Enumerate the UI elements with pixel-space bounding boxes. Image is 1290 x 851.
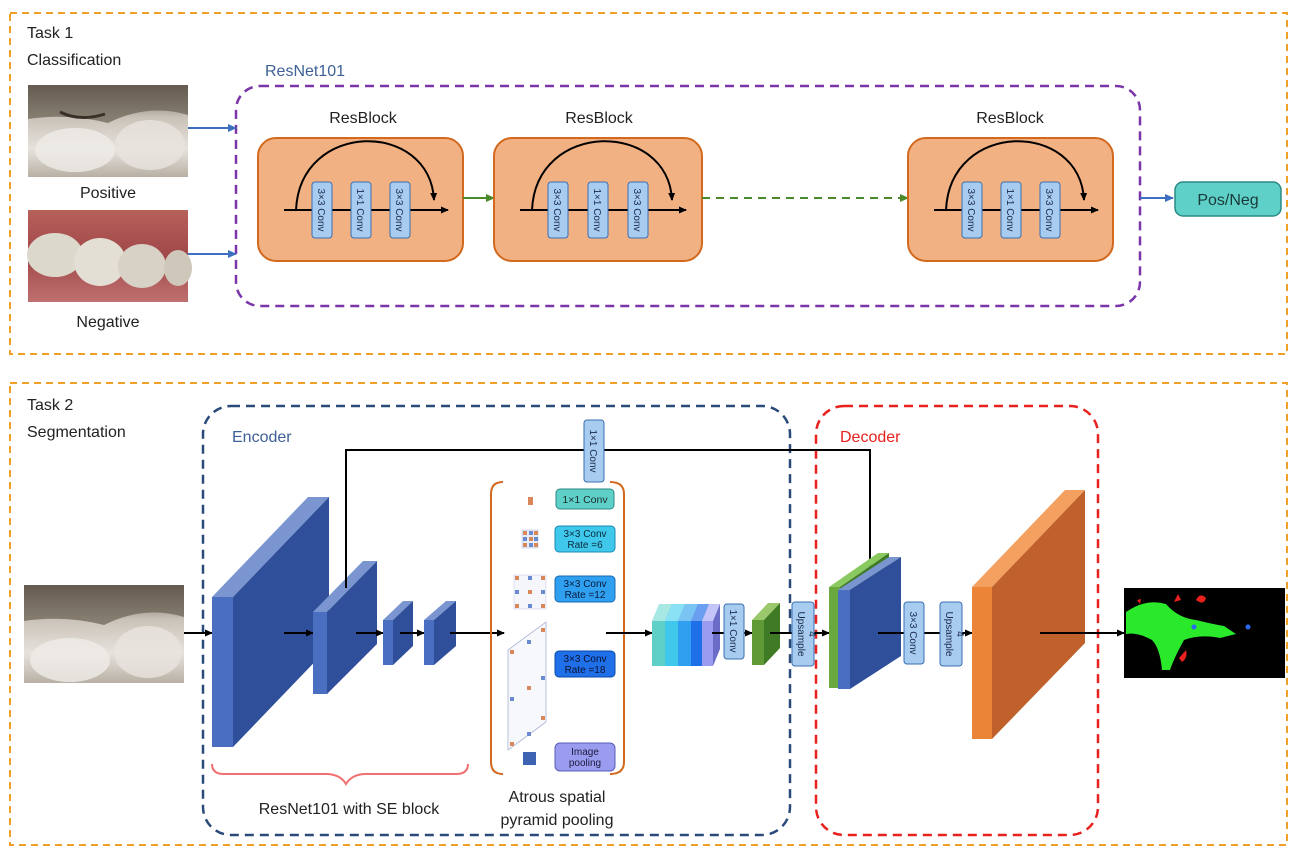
positive-label: Positive (80, 185, 136, 202)
aspp-rate18-line2: Rate =18 (565, 665, 606, 676)
resblock-1-conv-b: 1×1 Conv (354, 188, 365, 231)
encoder-feature-block-1 (212, 497, 329, 747)
task1-subtitle: Classification (27, 52, 121, 69)
post-aspp-conv-box (723, 603, 745, 660)
resblock-1-conv-c: 3×3 Conv (393, 188, 404, 231)
task1-border (9, 12, 1288, 355)
resblock-n: ResBlock 3×3 Conv 1×1 Conv 3×3 Conv (907, 110, 1114, 262)
resblock-1: ResBlock 3×3 Conv 1×1 Conv 3×3 Conv (257, 110, 464, 262)
decoder-output-block (972, 490, 1085, 739)
upsample-2-line2: 4 (954, 631, 965, 637)
pos-neg-label: Pos/Neg (1197, 192, 1258, 209)
aspp-kernel-rate6-icon (521, 529, 539, 549)
task1-title: Task 1 (27, 25, 73, 42)
resblock-n-label: ResBlock (976, 110, 1045, 127)
aspp-rate6-line2: Rate =6 (567, 540, 603, 551)
upsample-box-1 (791, 601, 815, 667)
aspp-image-pooling-line1: Image (571, 747, 599, 758)
resblock-2-conv-a: 3×3 Conv (551, 188, 562, 231)
task2-title: Task 2 (27, 397, 73, 414)
pos-neg-output (1174, 181, 1282, 217)
resblock-2: ResBlock 3×3 Conv 1×1 Conv 3×3 Conv (493, 110, 703, 262)
positive-image (28, 85, 188, 177)
aspp-rate6-line1: 3×3 Conv (563, 529, 606, 540)
upsample-box-2 (939, 601, 963, 667)
resblock-1-label: ResBlock (329, 110, 398, 127)
aspp-kernel-rate12-icon (513, 574, 547, 610)
encoder-label: Encoder (232, 429, 292, 446)
aspp-caption-line1: Atrous spatial (509, 789, 606, 806)
aspp-kernel-1x1-icon (528, 497, 533, 505)
aspp-1x1-conv-label: 1×1 Conv (562, 494, 608, 506)
resnet101-box (234, 84, 1142, 308)
task2-border (9, 382, 1288, 846)
resblock-n-conv-a: 3×3 Conv (965, 188, 976, 231)
resblock-n-conv-c: 3×3 Conv (1043, 188, 1054, 231)
aspp-bracket (490, 481, 625, 775)
aspp-rate12-line2: Rate =12 (565, 590, 606, 601)
decoder-label: Decoder (840, 429, 901, 446)
decoder-conv-box (903, 601, 925, 665)
aspp-caption-line2: pyramid pooling (501, 812, 614, 829)
negative-label: Negative (76, 314, 139, 331)
skip-conv-label: 1×1 Conv (587, 429, 598, 472)
post-aspp-conv-label: 1×1 Conv (727, 609, 738, 652)
aspp-rate18-line1: 3×3 Conv (563, 654, 606, 665)
aspp-1x1-conv: 1×1 Conv (555, 488, 615, 510)
resblock-n-conv-b: 1×1 Conv (1004, 188, 1015, 231)
task1-panel: Task 1 Classification Positive Negative … (9, 12, 1288, 355)
upsample-2-line1: Upsample (943, 611, 954, 656)
decoder-box (814, 404, 1100, 837)
negative-image (27, 210, 192, 302)
segmentation-input-image (24, 585, 184, 683)
backbone-caption: ResNet101 with SE block (259, 801, 441, 818)
aspp-rate18-conv: 3×3 Conv Rate =18 (554, 650, 616, 678)
backbone-brace (211, 763, 469, 786)
decoder-conv-label: 3×3 Conv (907, 611, 918, 654)
aspp-image-pooling-line2: pooling (569, 758, 601, 769)
skip-connection-line (345, 449, 874, 588)
resnet101-label: ResNet101 (265, 63, 345, 80)
resblock-2-conv-c: 3×3 Conv (631, 188, 642, 231)
aspp-kernel-rate18-icon (507, 621, 547, 751)
aspp-concat-stack (652, 604, 720, 666)
decoder-concat-block (829, 553, 901, 689)
segmentation-mask-output (1124, 588, 1285, 678)
encoder-feature-block-4 (424, 601, 456, 665)
resblock-2-conv-b: 1×1 Conv (591, 188, 602, 231)
task2-subtitle: Segmentation (27, 424, 126, 441)
task2-panel: Task 2 Segmentation Encoder Decoder (9, 382, 1288, 846)
resblock-1-conv-a: 3×3 Conv (315, 188, 326, 231)
upsample-1-line2: 4 (806, 631, 817, 637)
aspp-rate12-conv: 3×3 Conv Rate =12 (554, 575, 616, 603)
skip-conv-box (583, 419, 605, 483)
resblock-2-label: ResBlock (565, 110, 634, 127)
aspp-rate12-line1: 3×3 Conv (563, 579, 606, 590)
upsample-1-line1: Upsample (795, 611, 806, 656)
aspp-image-pooling: Image pooling (554, 742, 616, 772)
aspp-rate6-conv: 3×3 Conv Rate =6 (554, 525, 616, 553)
aspp-image-pooling-icon (523, 752, 536, 765)
